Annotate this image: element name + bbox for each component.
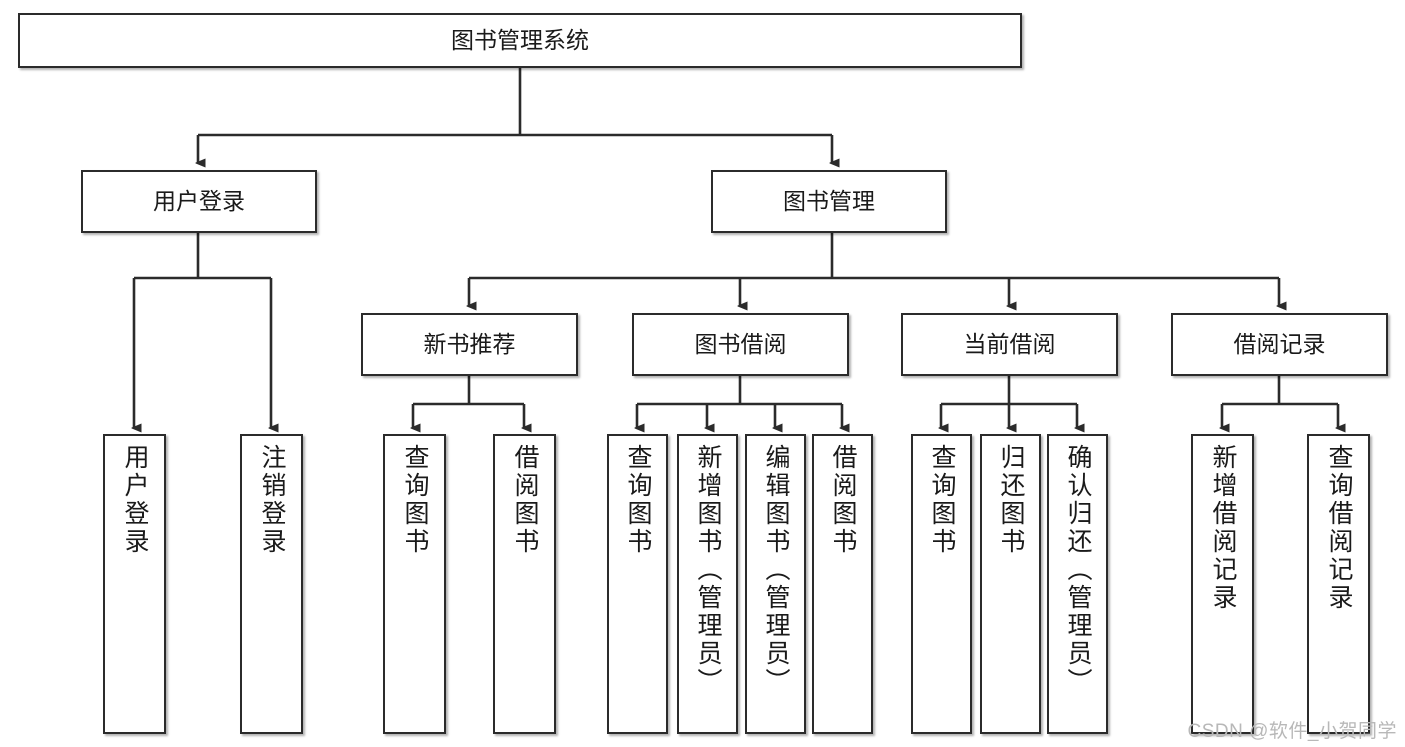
node-label: 新增借阅记录 — [1209, 444, 1237, 612]
node-label: 查询图书 — [928, 444, 956, 556]
node-label: 图书管理 — [783, 187, 875, 214]
leaf-query-book-2[interactable]: 查询图书 — [607, 434, 668, 734]
node-label: 借阅图书 — [511, 444, 539, 556]
node-label: 借阅记录 — [1233, 330, 1326, 357]
node-label: 用户登录 — [153, 187, 245, 214]
leaf-return-book[interactable]: 归还图书 — [980, 434, 1041, 734]
node-label: 图书管理系统 — [451, 26, 589, 53]
leaf-borrow-book-2[interactable]: 借阅图书 — [812, 434, 873, 734]
leaf-user-login[interactable]: 用户登录 — [103, 434, 166, 734]
leaf-add-borrow-record[interactable]: 新增借阅记录 — [1191, 434, 1254, 734]
node-label: 编辑图书（管理员） — [762, 444, 790, 696]
watermark-text: CSDN @软件_小贺同学 — [1187, 721, 1397, 742]
node-user-login[interactable]: 用户登录 — [81, 170, 317, 233]
leaf-add-book-admin[interactable]: 新增图书（管理员） — [677, 434, 738, 734]
node-root-book-management-system[interactable]: 图书管理系统 — [18, 13, 1022, 68]
node-label: 新增图书（管理员） — [694, 444, 722, 696]
node-label: 归还图书 — [997, 444, 1025, 556]
node-label: 注销登录 — [258, 444, 286, 556]
node-current-borrowing[interactable]: 当前借阅 — [901, 313, 1118, 376]
leaf-logout[interactable]: 注销登录 — [240, 434, 303, 734]
node-label: 借阅图书 — [829, 444, 857, 556]
node-label: 确认归还（管理员） — [1064, 444, 1092, 696]
node-label: 图书借阅 — [694, 330, 787, 357]
leaf-query-book-1[interactable]: 查询图书 — [383, 434, 446, 734]
leaf-edit-book-admin[interactable]: 编辑图书（管理员） — [745, 434, 806, 734]
node-borrowing-records[interactable]: 借阅记录 — [1171, 313, 1388, 376]
node-new-book-recommendation[interactable]: 新书推荐 — [361, 313, 578, 376]
node-label: 查询图书 — [401, 444, 429, 556]
node-book-borrowing[interactable]: 图书借阅 — [632, 313, 849, 376]
node-label: 当前借阅 — [963, 330, 1056, 357]
leaf-borrow-book-1[interactable]: 借阅图书 — [493, 434, 556, 734]
node-book-management[interactable]: 图书管理 — [711, 170, 947, 233]
leaf-query-borrow-record[interactable]: 查询借阅记录 — [1307, 434, 1370, 734]
leaf-query-book-3[interactable]: 查询图书 — [911, 434, 972, 734]
node-label: 新书推荐 — [423, 330, 516, 357]
node-label: 查询借阅记录 — [1325, 444, 1353, 612]
node-label: 用户登录 — [121, 444, 149, 556]
node-label: 查询图书 — [624, 444, 652, 556]
leaf-confirm-return-admin[interactable]: 确认归还（管理员） — [1047, 434, 1108, 734]
